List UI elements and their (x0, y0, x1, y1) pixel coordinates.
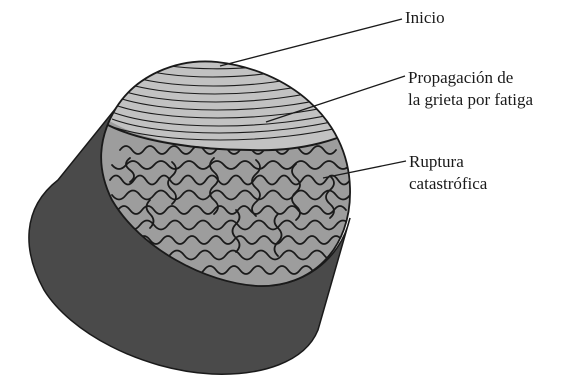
label-propagacion-line2: la grieta por fatiga (408, 89, 533, 111)
label-propagacion-line1: Propagación de (408, 67, 533, 89)
label-ruptura: Ruptura catastrófica (409, 151, 487, 195)
label-ruptura-line1: Ruptura (409, 151, 487, 173)
label-ruptura-line2: catastrófica (409, 173, 487, 195)
label-propagacion: Propagación de la grieta por fatiga (408, 67, 533, 111)
label-inicio: Inicio (405, 7, 445, 29)
label-inicio-text: Inicio (405, 8, 445, 27)
leader-line-inicio (220, 19, 402, 66)
